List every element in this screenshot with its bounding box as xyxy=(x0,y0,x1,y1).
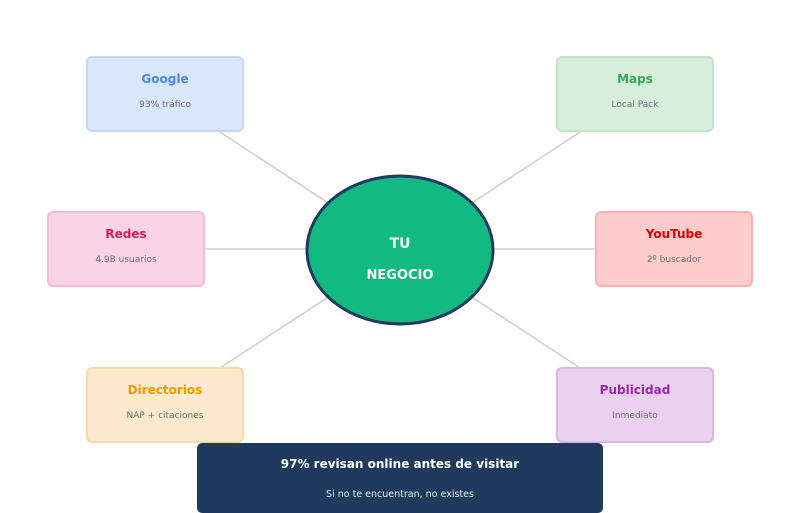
node-directorios-box xyxy=(86,367,244,443)
node-google: Google 93% tráfico xyxy=(86,56,244,132)
node-google-box xyxy=(86,56,244,132)
node-redes-subtitle: 4.9B usuarios xyxy=(95,255,157,265)
node-redes-box xyxy=(47,211,205,287)
node-directorios-title: Directorios xyxy=(128,383,203,397)
node-maps-subtitle: Local Pack xyxy=(612,100,660,110)
node-youtube-title: YouTube xyxy=(645,227,703,241)
banner-subtitle: Si no te encuentran, no existes xyxy=(326,489,474,500)
node-youtube-subtitle: 2º buscador xyxy=(647,255,702,265)
node-maps-title: Maps xyxy=(617,72,653,86)
node-google-title: Google xyxy=(141,72,188,86)
node-publicidad-box xyxy=(556,367,714,443)
node-redes: Redes 4.9B usuarios xyxy=(47,211,205,287)
summary-banner: 97% revisan online antes de visitar Si n… xyxy=(197,443,603,513)
hub-line-2: NEGOCIO xyxy=(367,268,434,283)
node-youtube-box xyxy=(595,211,753,287)
node-directorios-subtitle: NAP + citaciones xyxy=(127,411,204,421)
node-redes-title: Redes xyxy=(105,227,146,241)
node-publicidad-subtitle: Inmediato xyxy=(612,411,658,421)
hub-circle xyxy=(305,174,495,326)
hub-node: TU NEGOCIO xyxy=(305,174,495,326)
node-publicidad-title: Publicidad xyxy=(600,383,671,397)
hub-line-1: TU xyxy=(390,236,411,252)
banner-title: 97% revisan online antes de visitar xyxy=(280,457,520,471)
node-google-subtitle: 93% tráfico xyxy=(139,100,191,110)
node-youtube: YouTube 2º buscador xyxy=(595,211,753,287)
node-maps-box xyxy=(556,56,714,132)
